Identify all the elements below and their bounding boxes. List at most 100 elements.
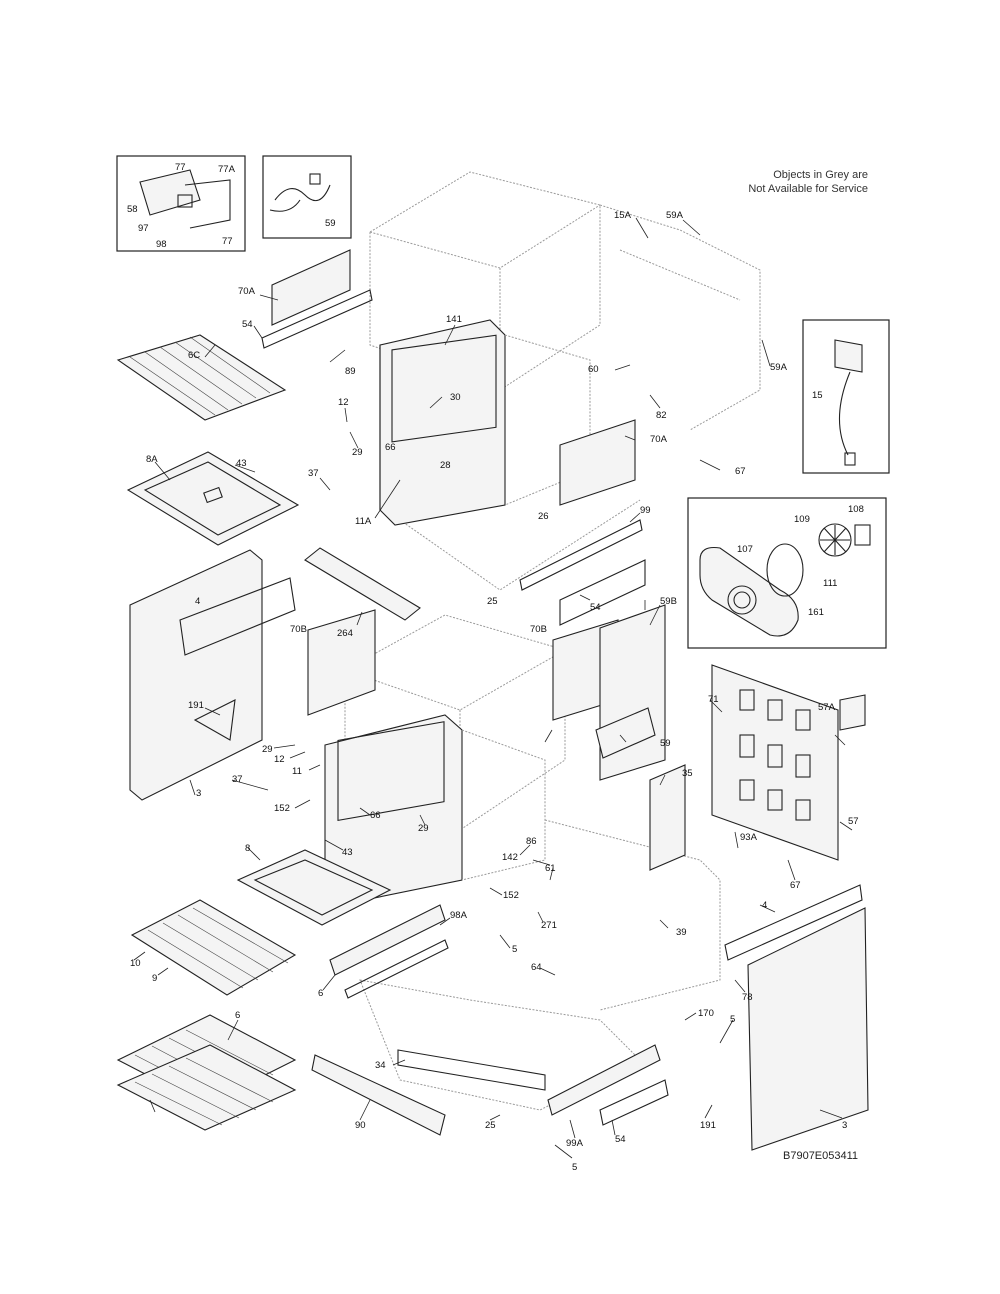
callout-93A: 93A	[740, 832, 758, 843]
callout-70B-b: 70B	[530, 624, 547, 635]
callout-66-b: 66	[370, 810, 381, 821]
callout-82: 82	[656, 410, 667, 421]
callout-86: 86	[526, 836, 537, 847]
upper-oven-liner	[379, 319, 591, 526]
lower-broil-pan	[236, 849, 392, 926]
callout-152-b: 152	[503, 890, 519, 901]
callout-97: 97	[138, 223, 149, 234]
callout-39: 39	[676, 927, 687, 938]
callout-15: 15	[812, 390, 823, 401]
callout-67-b: 67	[790, 880, 801, 891]
trim-264	[304, 547, 421, 621]
callout-77-b: 77	[222, 236, 233, 247]
callout-264: 264	[337, 628, 353, 639]
callout-78: 78	[742, 992, 753, 1003]
callout-43-b: 43	[342, 847, 353, 858]
callout-57: 57	[848, 816, 859, 827]
callout-54: 54	[242, 319, 253, 330]
inset-box-77	[116, 155, 246, 252]
callout-271: 271	[541, 920, 557, 931]
callout-191: 191	[188, 700, 204, 711]
callout-5-c: 5	[572, 1162, 577, 1173]
upper-panels	[261, 249, 646, 626]
callout-29: 29	[352, 447, 363, 458]
bottom-trims	[311, 904, 669, 1136]
callout-59: 59	[660, 738, 671, 749]
callout-59A-b: 59A	[770, 362, 788, 373]
callout-34: 34	[375, 1060, 386, 1071]
inset-box-convection-fan	[687, 497, 887, 649]
callout-54-c: 54	[615, 1134, 626, 1145]
availability-note-line2: Not Available for Service	[748, 183, 868, 195]
callout-191-b: 191	[700, 1120, 716, 1131]
leader-lines	[133, 217, 853, 1159]
callout-25: 25	[487, 596, 498, 607]
callout-11: 11	[292, 766, 302, 777]
callout-170: 170	[698, 1008, 714, 1019]
drawing-code: B7907E053411	[783, 1150, 859, 1162]
callout-3: 3	[196, 788, 201, 799]
callout-25-b: 25	[485, 1120, 496, 1131]
callout-98: 98	[156, 239, 167, 250]
rear-panel	[649, 664, 866, 871]
callout-152: 152	[274, 803, 290, 814]
callout-4: 4	[195, 596, 200, 607]
callout-67: 67	[735, 466, 746, 477]
callout-71: 71	[708, 694, 719, 705]
callout-3-b: 3	[842, 1120, 847, 1131]
callout-90: 90	[355, 1120, 366, 1131]
callout-28: 28	[440, 460, 451, 471]
callout-64: 64	[531, 962, 542, 973]
upper-broil-pan	[126, 451, 300, 546]
callout-8A: 8A	[146, 454, 158, 465]
callout-57A: 57A	[818, 702, 836, 713]
callout-61: 61	[545, 863, 556, 874]
callout-29-b: 29	[262, 744, 273, 755]
callout-5-b: 5	[730, 1014, 735, 1025]
callout-161: 161	[808, 607, 824, 618]
callout-111: 111	[823, 578, 837, 589]
callout-11A: 11A	[355, 516, 372, 527]
upper-rack	[116, 334, 287, 421]
callout-43: 43	[236, 458, 247, 469]
inset-box-59	[262, 155, 352, 239]
callout-37: 37	[308, 468, 319, 479]
callout-108: 108	[848, 504, 864, 515]
lower-panels	[307, 604, 666, 781]
callout-8: 8	[245, 843, 250, 854]
callout-109: 109	[794, 514, 810, 525]
callout-141: 141	[446, 314, 462, 325]
callout-35: 35	[682, 768, 693, 779]
callout-99: 99	[640, 505, 651, 516]
callout-99A: 99A	[566, 1138, 584, 1149]
callout-54-b: 54	[590, 602, 601, 613]
callout-70A: 70A	[238, 286, 256, 297]
callout-70A-b: 70A	[650, 434, 668, 445]
callout-30: 30	[450, 392, 461, 403]
inset-box-15	[802, 319, 890, 474]
callout-4-b: 4	[762, 900, 767, 911]
racks-lower	[116, 899, 297, 1131]
availability-note-line1: Objects in Grey are	[773, 169, 868, 181]
callout-37-b: 37	[232, 774, 243, 785]
callout-59B: 59B	[660, 596, 677, 607]
callout-70B: 70B	[290, 624, 307, 635]
callout-59A: 59A	[666, 210, 684, 221]
lower-oven-liner	[324, 714, 546, 906]
callout-12: 12	[338, 397, 349, 408]
callout-142: 142	[502, 852, 518, 863]
callout-66: 66	[385, 442, 396, 453]
callout-6-b: 6	[235, 1010, 240, 1021]
callout-98A: 98A	[450, 910, 468, 921]
side-panel-right	[724, 884, 869, 1151]
callout-77: 77	[175, 162, 186, 173]
callout-10: 10	[130, 958, 141, 969]
callout-29-c: 29	[418, 823, 429, 834]
callout-107: 107	[737, 544, 753, 555]
callout-5: 5	[512, 944, 517, 955]
callout-12-b: 12	[274, 754, 285, 765]
part-callouts: 77 77A 58 97 98 77 59 70A 54 6C 89 141 1…	[127, 162, 864, 1173]
callout-6: 6	[318, 988, 323, 999]
callout-6C: 6C	[188, 350, 200, 361]
